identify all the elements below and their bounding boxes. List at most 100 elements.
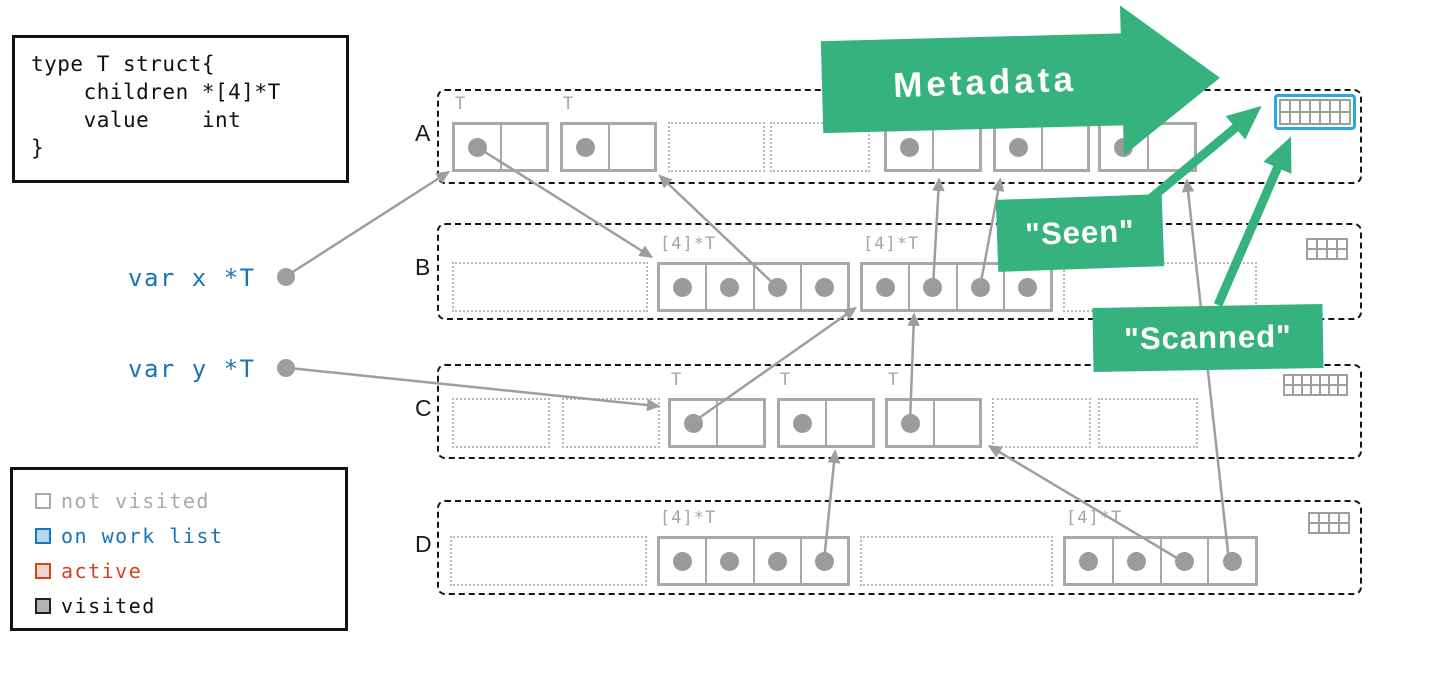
object-cell <box>1005 265 1050 309</box>
heap-object <box>657 536 850 586</box>
metadata-grid-cell <box>1303 376 1310 384</box>
pointer-dot <box>720 277 740 297</box>
metadata-grid-cell <box>1312 386 1319 394</box>
legend-item: not visited <box>35 490 345 512</box>
object-type-label: [4]*T <box>660 234 717 254</box>
object-cell <box>1101 125 1149 169</box>
free-slot <box>860 536 1053 586</box>
pointer-dot <box>1114 137 1134 157</box>
legend-swatch <box>35 563 51 579</box>
object-cell <box>887 125 934 169</box>
legend-item: visited <box>35 595 345 617</box>
scanned-callout: "Scanned" <box>1092 303 1324 373</box>
legend-item: on work list <box>35 525 345 547</box>
metadata-grid-cells <box>1306 238 1348 260</box>
pointer-dot <box>1008 137 1028 157</box>
object-cell <box>455 125 502 169</box>
legend-label: on work list <box>61 524 224 548</box>
metadata-grid-cell <box>1341 101 1349 111</box>
metadata-grid-cell <box>1291 101 1299 111</box>
object-cell <box>1149 125 1195 169</box>
pointer-dot <box>767 277 787 297</box>
metadata-grid-cell <box>1321 113 1329 123</box>
metadata-grid-cell <box>1321 386 1328 394</box>
object-type-label: [4]*T <box>660 508 717 528</box>
metadata-grid-cell <box>1310 514 1318 522</box>
metadata-grid-cell <box>1294 376 1301 384</box>
pointer-dot <box>793 413 812 433</box>
object-type-label: T <box>563 94 575 114</box>
heap-object <box>777 398 875 448</box>
metadata-grid-cell <box>1308 240 1316 248</box>
pointer-dot <box>876 277 896 297</box>
metadata-grid-cell <box>1312 376 1319 384</box>
var-declaration-x: var x *T <box>128 264 256 292</box>
metadata-grid-cell <box>1321 101 1329 111</box>
metadata-grid-cell <box>1331 101 1339 111</box>
object-cell <box>502 125 547 169</box>
legend-swatch <box>35 598 51 614</box>
pointer-dot <box>673 277 693 297</box>
metadata-grid-cell <box>1320 524 1328 532</box>
pointer-dot <box>900 137 919 157</box>
object-cell <box>935 401 980 445</box>
metadata-grid-cell <box>1340 524 1348 532</box>
metadata-grid-cell <box>1320 514 1328 522</box>
span-label-C: C <box>415 395 432 421</box>
object-cell <box>660 265 708 309</box>
metadata-grid-cell <box>1285 386 1292 394</box>
legend-label: visited <box>61 594 156 618</box>
metadata-grid-cell <box>1318 250 1326 258</box>
pointer-dot <box>1017 277 1037 297</box>
pointer-dot <box>1079 551 1099 571</box>
free-slot <box>992 398 1091 448</box>
metadata-grid-cell <box>1301 101 1309 111</box>
metadata-grid-cell <box>1281 113 1289 123</box>
object-type-label: T <box>671 370 683 390</box>
legend-swatch <box>35 493 51 509</box>
var-pointer-dot <box>277 359 295 377</box>
metadata-grid-cell <box>1341 113 1349 123</box>
object-cell <box>707 265 755 309</box>
object-cell <box>934 125 979 169</box>
metadata-grid-cell <box>1338 250 1346 258</box>
object-type-label: [4]*T <box>1066 508 1123 528</box>
free-slot <box>770 122 870 172</box>
object-cell <box>888 401 935 445</box>
pointer-dot <box>467 137 487 157</box>
metadata-grid-cells <box>1279 99 1351 125</box>
pointer-dot <box>900 413 920 433</box>
metadata-grid-cell <box>1318 240 1326 248</box>
pointer-dot <box>575 137 595 157</box>
free-slot <box>562 398 660 448</box>
pointer-dot <box>970 277 990 297</box>
metadata-grid <box>1306 238 1348 260</box>
pointer-dot <box>1222 551 1242 571</box>
object-cell <box>1162 539 1210 583</box>
object-type-label: [4]*T <box>863 234 920 254</box>
pointer-dot <box>814 277 834 297</box>
object-type-label: T <box>780 370 792 390</box>
free-slot <box>452 398 550 448</box>
free-slot <box>452 262 648 312</box>
metadata-grid-cell <box>1339 386 1346 394</box>
pointer-dot <box>720 551 740 571</box>
object-cell <box>863 265 911 309</box>
object-cell <box>707 539 755 583</box>
metadata-grid-cell <box>1338 240 1346 248</box>
heap-object <box>1063 536 1258 586</box>
metadata-grid-worklist <box>1274 94 1356 130</box>
object-type-label: T <box>888 370 900 390</box>
metadata-grid-cell <box>1281 101 1289 111</box>
object-cell <box>1114 539 1162 583</box>
object-cell <box>910 265 958 309</box>
pointer-dot <box>1127 551 1147 571</box>
metadata-grid-cell <box>1291 113 1299 123</box>
metadata-grid-cell <box>1331 113 1339 123</box>
metadata-grid-cell <box>1303 386 1310 394</box>
heap-object <box>560 122 657 172</box>
object-cell <box>660 539 708 583</box>
heap-span-D <box>437 500 1362 595</box>
